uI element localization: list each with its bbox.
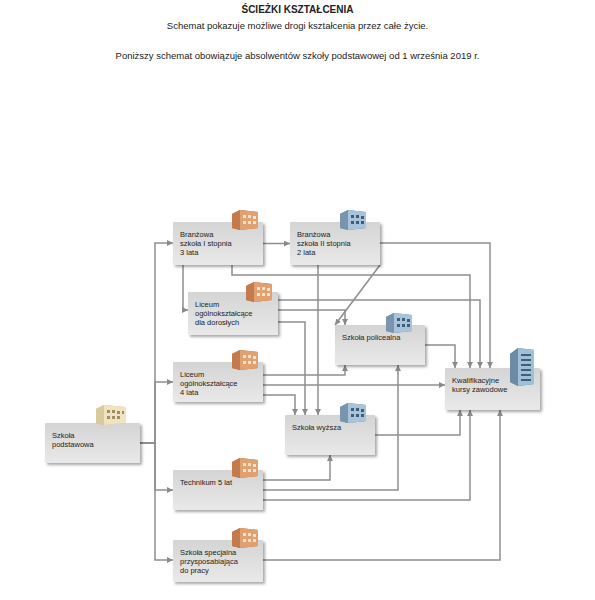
path-arrow (263, 365, 398, 490)
path-arrow (278, 300, 480, 368)
path-arrow (263, 455, 330, 480)
school-box: Liceum ogólnokształcące dla dorosłych (188, 292, 278, 335)
box-label: Liceum ogólnokształcące 4 lata (180, 370, 240, 397)
path-arrow (425, 345, 455, 368)
path-arrow (263, 384, 445, 386)
diagram-title: ŚCIEŻKI KSZTAŁCENIA (0, 4, 595, 15)
box-label: Szkoła wyższa (292, 423, 352, 432)
note-text: Poniższy schemat obowiązuje absolwentów … (0, 50, 595, 61)
school-box: Szkoła podstawowa (45, 423, 140, 463)
box-label: Kwalifikacyjne kursy zawodowe (452, 376, 514, 394)
path-arrow (335, 265, 380, 325)
box-label: Liceum ogólnokształcące dla dorosłych (195, 300, 255, 327)
path-arrow (263, 395, 295, 415)
box-label: Branżowa szkoła II stopnia 2 lata (297, 230, 352, 257)
path-arrow (140, 243, 173, 443)
school-box: Technikum 5 lat (173, 470, 263, 510)
path-arrow (375, 410, 460, 435)
path-arrow (317, 265, 319, 415)
box-label: Szkoła specjalna przysposabiająca do pra… (180, 548, 245, 575)
path-arrow (263, 365, 345, 375)
path-arrow (263, 243, 290, 245)
school-box: Szkoła specjalna przysposabiająca do pra… (173, 540, 263, 582)
path-arrow (263, 410, 470, 500)
path-arrow (140, 443, 173, 560)
school-box: Branżowa szkoła I stopnia 3 lata (173, 222, 263, 265)
school-box: Szkoła policealna (335, 325, 425, 365)
note-text: Schemat pokazuje możliwe drogi kształcen… (0, 20, 595, 31)
box-label: Branżowa szkoła I stopnia 3 lata (180, 230, 235, 257)
path-arrow (140, 443, 173, 490)
school-box: Kwalifikacyjne kursy zawodowe (445, 368, 540, 410)
building-icon (96, 405, 126, 425)
box-label: Technikum 5 lat (180, 478, 235, 487)
box-label: Szkoła podstawowa (52, 431, 102, 449)
school-box: Liceum ogólnokształcące 4 lata (173, 362, 263, 402)
school-box: Szkoła wyższa (285, 415, 375, 455)
box-label: Szkoła policealna (342, 333, 417, 342)
school-box: Branżowa szkoła II stopnia 2 lata (290, 222, 380, 265)
path-arrow (263, 410, 500, 560)
path-arrow (278, 322, 305, 415)
path-arrow (140, 382, 173, 443)
